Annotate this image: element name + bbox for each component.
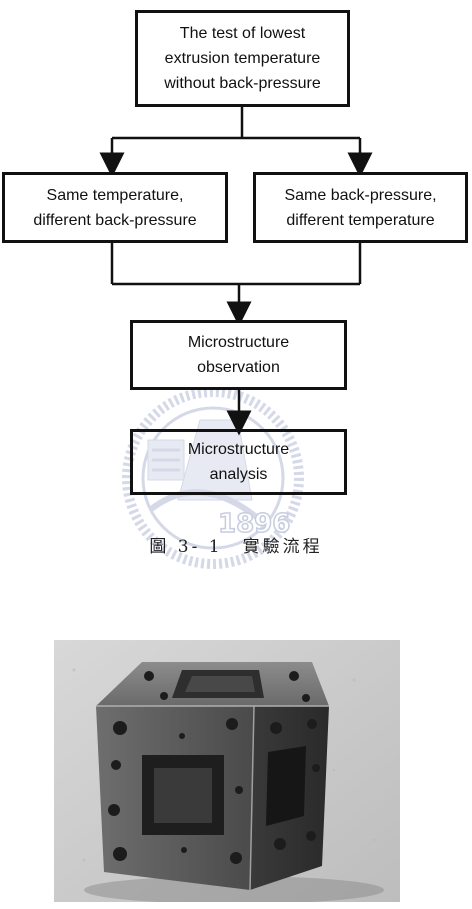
observation-box-line-2: observation — [188, 355, 289, 380]
analysis-box-line-2: analysis — [188, 462, 289, 487]
right-box-line-2: different temperature — [284, 208, 436, 233]
top-box-line-2: extrusion temperature — [164, 46, 321, 71]
analysis-process-box: Microstructure analysis — [130, 429, 347, 495]
right-process-box: Same back-pressure, different temperatur… — [253, 172, 468, 243]
top-box-line-3: without back-pressure — [164, 71, 321, 96]
left-box-line-1: Same temperature, — [33, 183, 196, 208]
figure-caption: 圖 3- 1 實驗流程 — [0, 532, 472, 557]
observation-box-line-1: Microstructure — [188, 330, 289, 355]
observation-process-box: Microstructure observation — [130, 320, 347, 390]
top-box-line-1: The test of lowest — [164, 21, 321, 46]
left-process-box: Same temperature, different back-pressur… — [2, 172, 228, 243]
analysis-box-line-1: Microstructure — [188, 437, 289, 462]
left-box-line-2: different back-pressure — [33, 208, 196, 233]
die-block-illustration — [54, 640, 400, 902]
top-process-box: The test of lowest extrusion temperature… — [135, 10, 350, 107]
right-box-line-1: Same back-pressure, — [284, 183, 436, 208]
die-block-photo — [54, 640, 400, 902]
